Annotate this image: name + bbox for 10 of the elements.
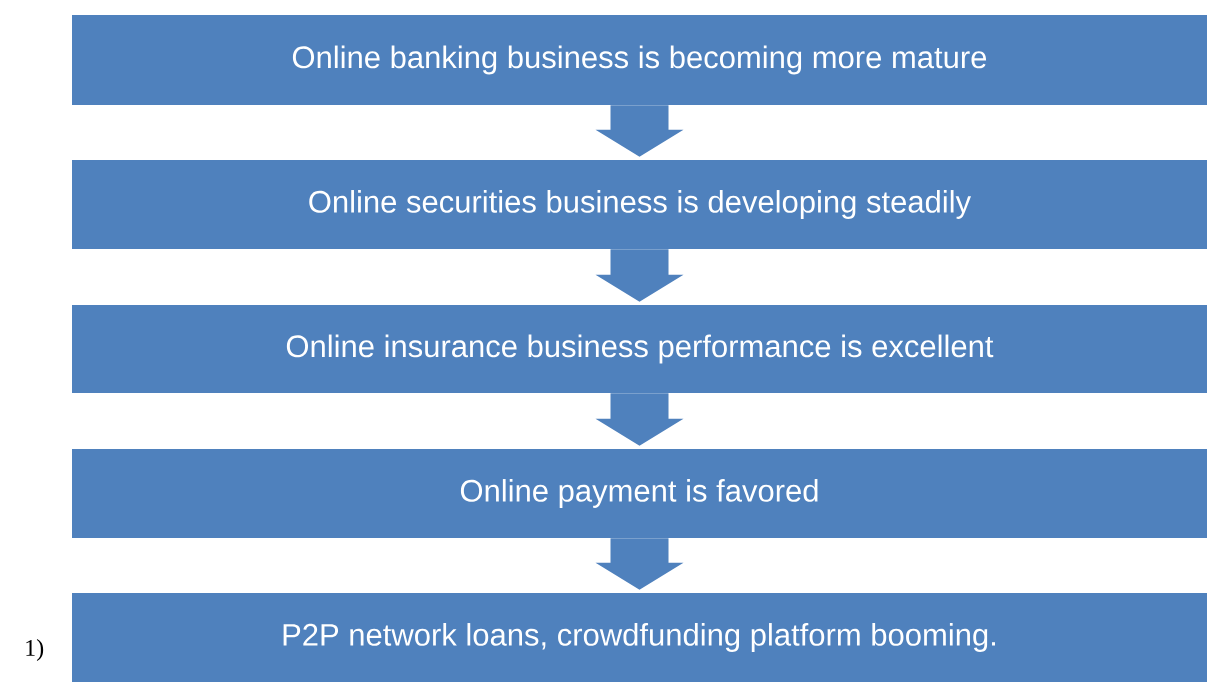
process-box: Online securities business is developing steadily <box>72 160 1207 249</box>
block-arrow <box>595 105 684 157</box>
block-arrow <box>595 538 684 590</box>
process-box: Online banking business is becoming more mature <box>72 15 1207 105</box>
block-arrow <box>595 249 684 302</box>
block-arrow <box>595 393 684 446</box>
process-box: Online insurance business performance is excellent <box>72 305 1207 393</box>
list-number: 1) <box>26 639 44 661</box>
process-box: Online payment is favored <box>72 449 1207 538</box>
process-box: P2P network loans, crowdfunding platform booming. <box>72 593 1207 682</box>
